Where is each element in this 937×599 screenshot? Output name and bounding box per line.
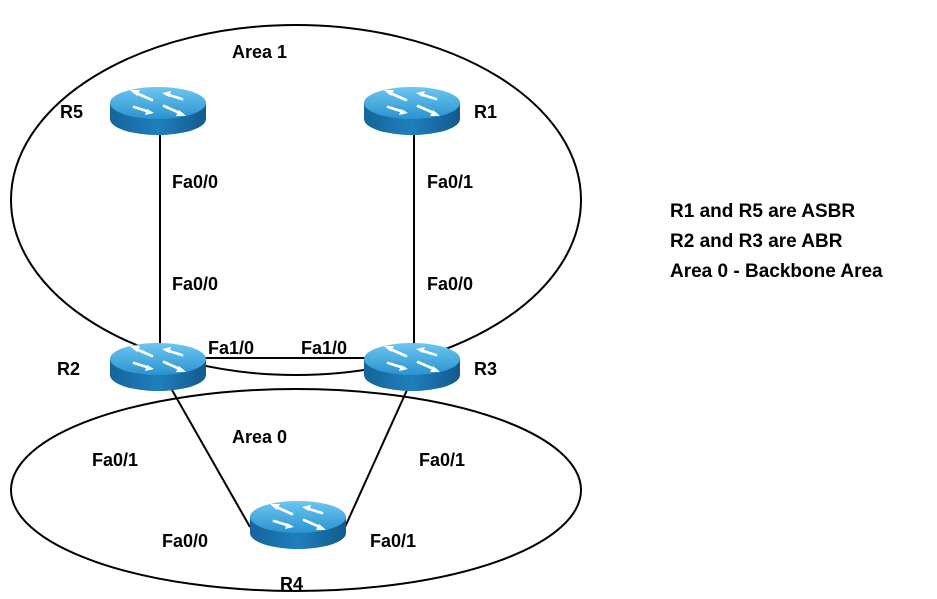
interface-label-r2-fa0-1: Fa0/1 — [92, 450, 138, 470]
area-1-boundary — [10, 24, 582, 376]
link-r2-r4 — [171, 389, 251, 528]
note-asbr: R1 and R5 are ASBR — [670, 201, 856, 222]
area-0-label: Area 0 — [232, 427, 287, 447]
area-0-boundary — [10, 388, 582, 592]
interface-label-r1-fa0-1: Fa0/1 — [427, 172, 473, 192]
router-label-r5: R5 — [60, 102, 83, 122]
note-backbone: Area 0 - Backbone Area — [670, 261, 883, 282]
interface-label-r3-fa0-1: Fa0/1 — [419, 450, 465, 470]
router-icon-r3[interactable] — [362, 341, 462, 393]
interface-label-r5-fa0-0: Fa0/0 — [172, 172, 218, 192]
interface-label-r3-fa1-0: Fa1/0 — [301, 338, 347, 358]
interface-label-r3-fa0-0: Fa0/0 — [427, 274, 473, 294]
router-icon-r1[interactable] — [362, 85, 462, 137]
link-r3-r4 — [344, 389, 408, 528]
router-label-r2: R2 — [57, 359, 80, 379]
router-label-r1: R1 — [474, 102, 497, 122]
note-abr: R2 and R3 are ABR — [670, 231, 843, 252]
router-icon-r5[interactable] — [108, 85, 208, 137]
interface-label-r4-fa0-1: Fa0/1 — [370, 531, 416, 551]
router-label-r4: R4 — [280, 574, 303, 594]
router-label-r3: R3 — [474, 359, 497, 379]
interface-label-r2-fa1-0: Fa1/0 — [208, 338, 254, 358]
area-1-label: Area 1 — [232, 42, 287, 62]
router-icon-r2[interactable] — [108, 341, 208, 393]
interface-label-r2-fa0-0: Fa0/0 — [172, 274, 218, 294]
router-icon-r4[interactable] — [248, 499, 348, 551]
interface-label-r4-fa0-0: Fa0/0 — [162, 531, 208, 551]
